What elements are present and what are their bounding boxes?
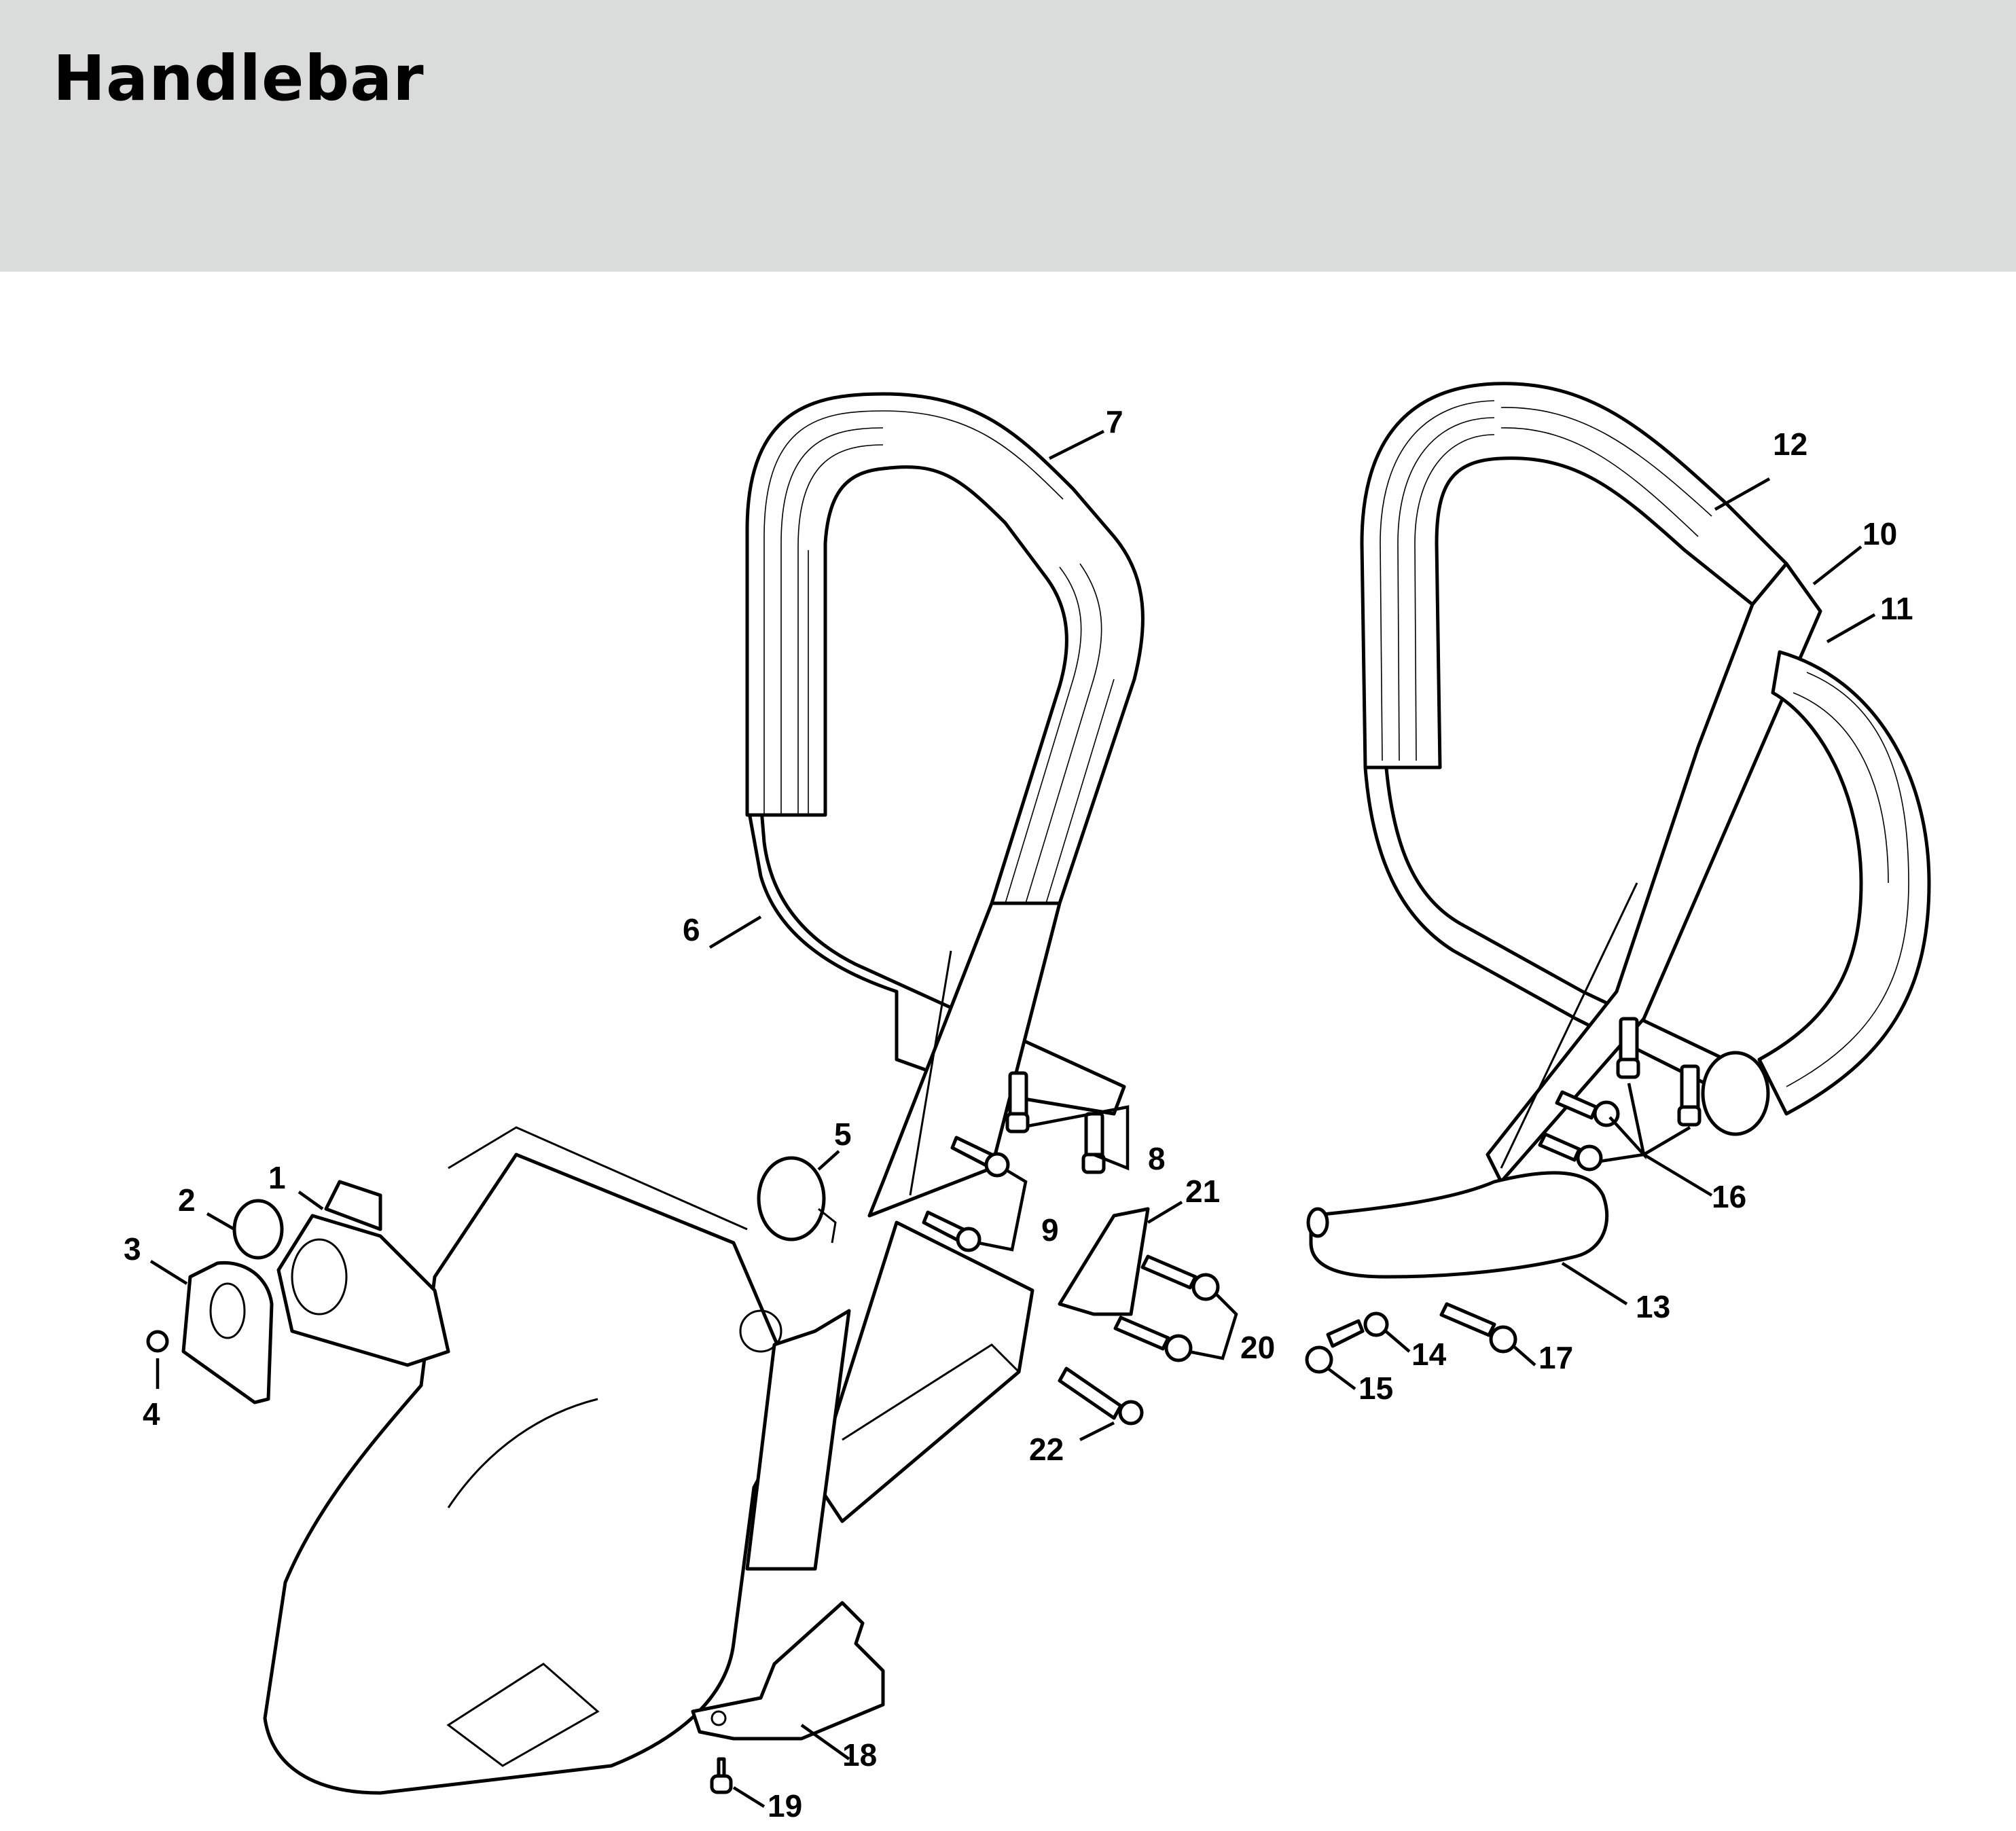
- gasket-plate[interactable]: [181, 1261, 274, 1404]
- callout-leaders: [149, 429, 1876, 1808]
- callout-20[interactable]: 20: [1240, 1330, 1275, 1365]
- screw-15[interactable]: [1305, 1319, 1365, 1374]
- nut[interactable]: [146, 1330, 169, 1353]
- engine-housing[interactable]: [263, 1126, 1034, 1795]
- carburetor[interactable]: [276, 1180, 450, 1367]
- handle-molding[interactable]: [1306, 1171, 1609, 1279]
- callout-4[interactable]: 4: [143, 1396, 160, 1432]
- callout-16[interactable]: 16: [1712, 1179, 1746, 1214]
- callout-21[interactable]: 21: [1185, 1174, 1220, 1209]
- callout-12[interactable]: 12: [1773, 427, 1807, 462]
- callout-2[interactable]: 2: [178, 1182, 196, 1218]
- spacer[interactable]: [1058, 1207, 1150, 1316]
- callout-6[interactable]: 6: [683, 912, 700, 947]
- callout-11[interactable]: 11: [1880, 591, 1913, 626]
- callout-5[interactable]: 5: [834, 1117, 852, 1152]
- screws-9[interactable]: [922, 1136, 1010, 1252]
- callout-13[interactable]: 13: [1636, 1289, 1670, 1324]
- callout-17[interactable]: 17: [1538, 1340, 1573, 1375]
- callout-15[interactable]: 15: [1358, 1371, 1393, 1406]
- callout-labels: 1 2 3 4 5 6 7 8 9 10 11 12 13 14 15 16 1…: [124, 404, 1913, 1824]
- callout-7[interactable]: 7: [1106, 404, 1123, 439]
- callout-8[interactable]: 8: [1148, 1141, 1166, 1176]
- intake-sleeve[interactable]: [232, 1199, 284, 1260]
- callout-3[interactable]: 3: [124, 1231, 141, 1267]
- screw-19[interactable]: [710, 1757, 733, 1794]
- callout-9[interactable]: 9: [1041, 1212, 1059, 1248]
- hose-clamp[interactable]: [757, 1156, 837, 1244]
- screws-20[interactable]: [1113, 1254, 1220, 1362]
- screws-8[interactable]: [1005, 1071, 1106, 1174]
- washer-14[interactable]: [1363, 1311, 1389, 1337]
- handlebar-right[interactable]: [1360, 382, 1931, 1184]
- callout-14[interactable]: 14: [1411, 1337, 1447, 1372]
- callout-22[interactable]: 22: [1029, 1432, 1064, 1467]
- screw-17[interactable]: [1439, 1302, 1517, 1354]
- callout-1[interactable]: 1: [268, 1160, 286, 1195]
- bracket[interactable]: [691, 1601, 885, 1741]
- header-band: Handlebar: [0, 0, 2016, 272]
- screws-16[interactable]: [1538, 1017, 1702, 1172]
- handlebar-left[interactable]: [745, 392, 1145, 1218]
- callout-10[interactable]: 10: [1862, 516, 1897, 551]
- page-title: Handlebar: [53, 42, 425, 115]
- bolt-22[interactable]: [1058, 1366, 1144, 1426]
- callout-18[interactable]: 18: [842, 1737, 877, 1773]
- callout-19[interactable]: 19: [768, 1788, 802, 1824]
